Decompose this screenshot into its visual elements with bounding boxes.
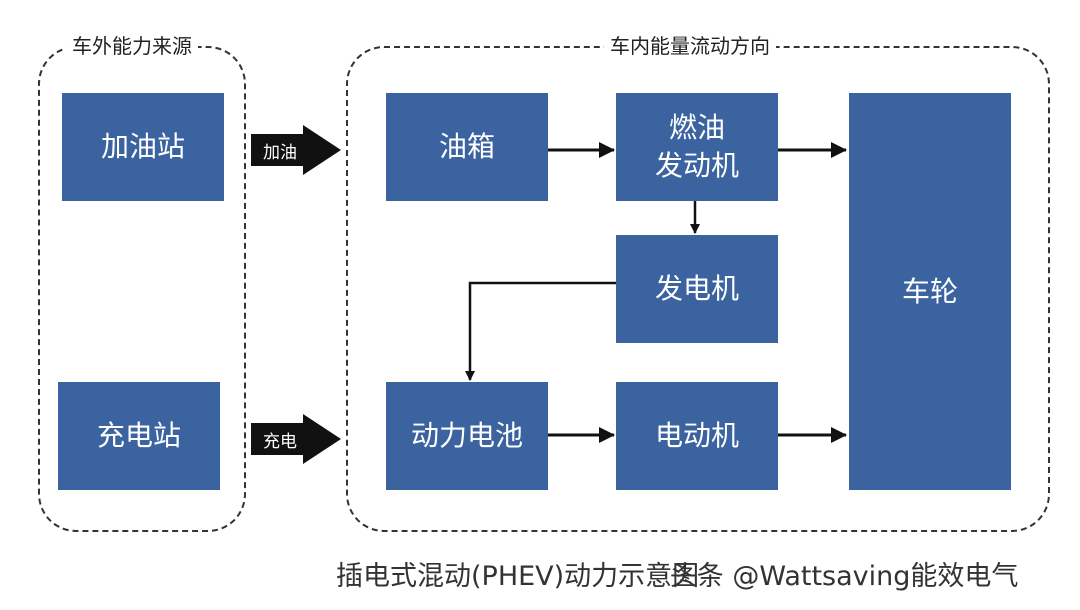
charge-arrow-label: 充电 xyxy=(263,431,297,452)
generator-label: 发电机 xyxy=(654,272,739,305)
refuel-arrow-shape xyxy=(251,125,341,175)
electric-motor-label: 电动机 xyxy=(654,419,739,452)
internal-group-title: 车内能量流动方向 xyxy=(604,34,776,58)
battery-label: 动力电池 xyxy=(410,419,523,452)
fuel-engine-label-line2: 发动机 xyxy=(654,149,739,182)
generator-to-battery-arrow xyxy=(465,281,616,381)
caption-title: 插电式混动(PHEV)动力示意图 xyxy=(336,561,700,592)
wheels-box: 车轮 xyxy=(849,93,1011,490)
fuel-engine-label-line1: 燃油 xyxy=(668,111,725,144)
caption-watermark: 头条 @Wattsaving能效电气 xyxy=(669,561,1019,592)
charging-station-box: 充电站 xyxy=(58,382,220,490)
fuel-tank-box: 油箱 xyxy=(386,93,548,201)
diagram-caption: 插电式混动(PHEV)动力示意图 头条 @Wattsaving能效电气 xyxy=(336,560,1018,594)
charge-arrow-shape xyxy=(251,414,341,464)
external-group-title: 车外能力来源 xyxy=(66,34,198,58)
gas-station-box: 加油站 xyxy=(62,93,224,201)
fuel-tank-label: 油箱 xyxy=(438,130,495,163)
refuel-arrow: 加油 xyxy=(251,125,343,175)
charging-station-label: 充电站 xyxy=(96,419,181,452)
wheels-label: 车轮 xyxy=(901,274,958,308)
fuel-engine-box: 燃油 发动机 xyxy=(616,93,778,201)
battery-box: 动力电池 xyxy=(386,382,548,490)
electric-motor-box: 电动机 xyxy=(616,382,778,490)
charge-arrow: 充电 xyxy=(251,414,343,464)
generator-box: 发电机 xyxy=(616,235,778,343)
gas-station-label: 加油站 xyxy=(100,130,185,163)
refuel-arrow-label: 加油 xyxy=(263,142,297,163)
